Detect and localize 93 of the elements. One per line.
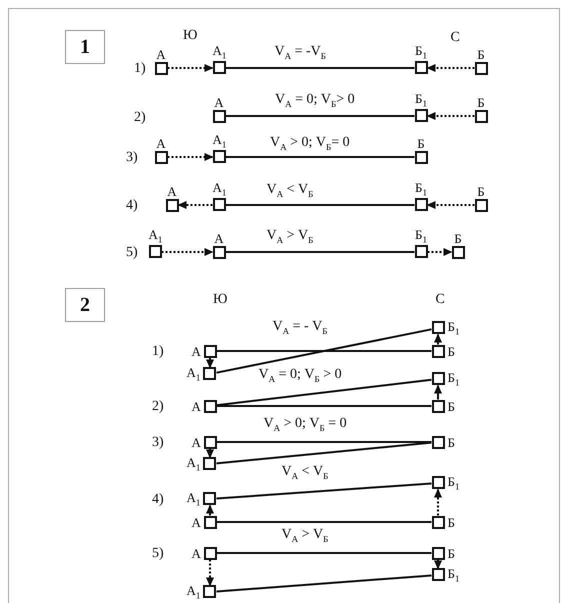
point-label: А <box>214 96 224 108</box>
velocity-formula: V$_{А}$ = 0; V$_{Б}$ > 0 <box>258 368 342 384</box>
arrow <box>428 248 452 256</box>
point-label: Б$_{1}$ <box>448 320 460 336</box>
connector-line <box>216 521 432 523</box>
panel-number: 1 <box>65 30 105 64</box>
point-label: А$_{1}$ <box>212 180 226 198</box>
connector-line <box>216 552 432 554</box>
point-label: Б$_{1}$ <box>415 180 427 198</box>
point-label: Б <box>448 516 455 528</box>
arrow <box>426 64 474 72</box>
arrow <box>434 334 442 344</box>
connector-line <box>216 378 432 406</box>
arrow <box>178 201 212 209</box>
connector-line <box>216 441 432 443</box>
velocity-formula: V$_{А}$ = - V$_{Б}$ <box>272 320 328 336</box>
arrow <box>434 488 442 516</box>
point-label: А$_{1}$ <box>186 584 200 600</box>
point-label: А$_{1}$ <box>186 490 200 508</box>
compass-label: Ю <box>213 293 228 307</box>
velocity-formula: V$_{А}$ = 0; V$_{Б}$> 0 <box>275 93 355 109</box>
point-label: Б <box>477 184 485 198</box>
arrow <box>434 384 442 400</box>
arrow <box>206 358 214 368</box>
arrow <box>426 201 474 209</box>
point-label: Б <box>477 48 485 60</box>
arrow <box>162 248 214 256</box>
connector-line <box>226 67 414 69</box>
connector-line <box>226 115 414 117</box>
velocity-formula: V$_{А}$ > 0; V$_{Б}$= 0 <box>270 136 350 152</box>
point-label: Б <box>448 344 455 358</box>
row-number: 2) <box>152 400 164 414</box>
connector-line <box>216 482 432 500</box>
point-label: А$_{1}$ <box>148 228 162 244</box>
row-number: 1) <box>134 62 146 76</box>
point-label: А <box>192 400 201 412</box>
arrow <box>206 560 214 586</box>
compass-label: С <box>436 293 445 307</box>
connector-line <box>216 350 432 352</box>
arrow <box>168 153 214 161</box>
point-label: Б$_{1}$ <box>415 92 427 108</box>
row-number: 5) <box>152 547 164 561</box>
point-label: Б$_{1}$ <box>415 44 427 60</box>
point-label: А$_{1}$ <box>186 456 200 472</box>
compass-label: Ю <box>183 29 198 43</box>
arrow <box>206 448 214 458</box>
connector-line <box>226 204 414 206</box>
connector-line <box>216 328 432 374</box>
point-label: Б$_{1}$ <box>448 474 460 492</box>
point-label: Б <box>448 400 455 412</box>
point-label: А <box>156 136 166 150</box>
velocity-formula: V$_{А}$ > V$_{Б}$ <box>282 528 328 544</box>
row-number: 5) <box>126 246 138 260</box>
point-label: Б <box>454 232 462 244</box>
velocity-formula: V$_{А}$ > V$_{Б}$ <box>266 229 314 245</box>
panel-number: 2 <box>65 288 105 322</box>
point-label: А$_{1}$ <box>212 44 226 60</box>
point-label: Б$_{1}$ <box>415 228 427 244</box>
point-label: А$_{1}$ <box>212 132 226 150</box>
arrow <box>426 112 474 120</box>
row-number: 2) <box>134 111 146 125</box>
point-label: Б <box>477 96 485 108</box>
connector-line <box>216 405 432 407</box>
point-label: А$_{1}$ <box>186 366 200 382</box>
point-label: А <box>192 344 201 358</box>
point-label: А <box>156 48 166 60</box>
row-number: 4) <box>152 493 164 507</box>
velocity-formula: V$_{А}$ < V$_{Б}$ <box>282 465 328 481</box>
arrow <box>168 64 214 72</box>
row-number: 1) <box>152 345 164 359</box>
connector-line <box>216 442 432 464</box>
point-label: А <box>192 546 201 560</box>
point-label: Б$_{1}$ <box>448 566 460 584</box>
connector-line <box>226 251 414 253</box>
point-label: А <box>192 436 201 448</box>
velocity-formula: V$_{А}$ < V$_{Б}$ <box>266 183 314 199</box>
point-label: А <box>167 184 177 198</box>
connector-line <box>226 156 414 158</box>
point-label: Б <box>448 436 455 448</box>
row-number: 3) <box>126 151 138 165</box>
point-label: Б <box>448 546 455 560</box>
point-label: А <box>192 516 201 528</box>
row-number: 3) <box>152 436 164 450</box>
point-label: А <box>214 232 224 244</box>
point-label: Б <box>417 136 425 150</box>
arrow <box>434 560 442 570</box>
row-number: 4) <box>126 199 138 213</box>
arrow <box>206 504 214 516</box>
compass-label: С <box>450 31 460 45</box>
velocity-formula: V$_{А}$ = -V$_{Б}$ <box>274 45 326 61</box>
velocity-formula: V$_{А}$ > 0; V$_{Б}$ = 0 <box>264 417 347 433</box>
point-label: Б$_{1}$ <box>448 370 460 388</box>
connector-line <box>216 574 432 593</box>
